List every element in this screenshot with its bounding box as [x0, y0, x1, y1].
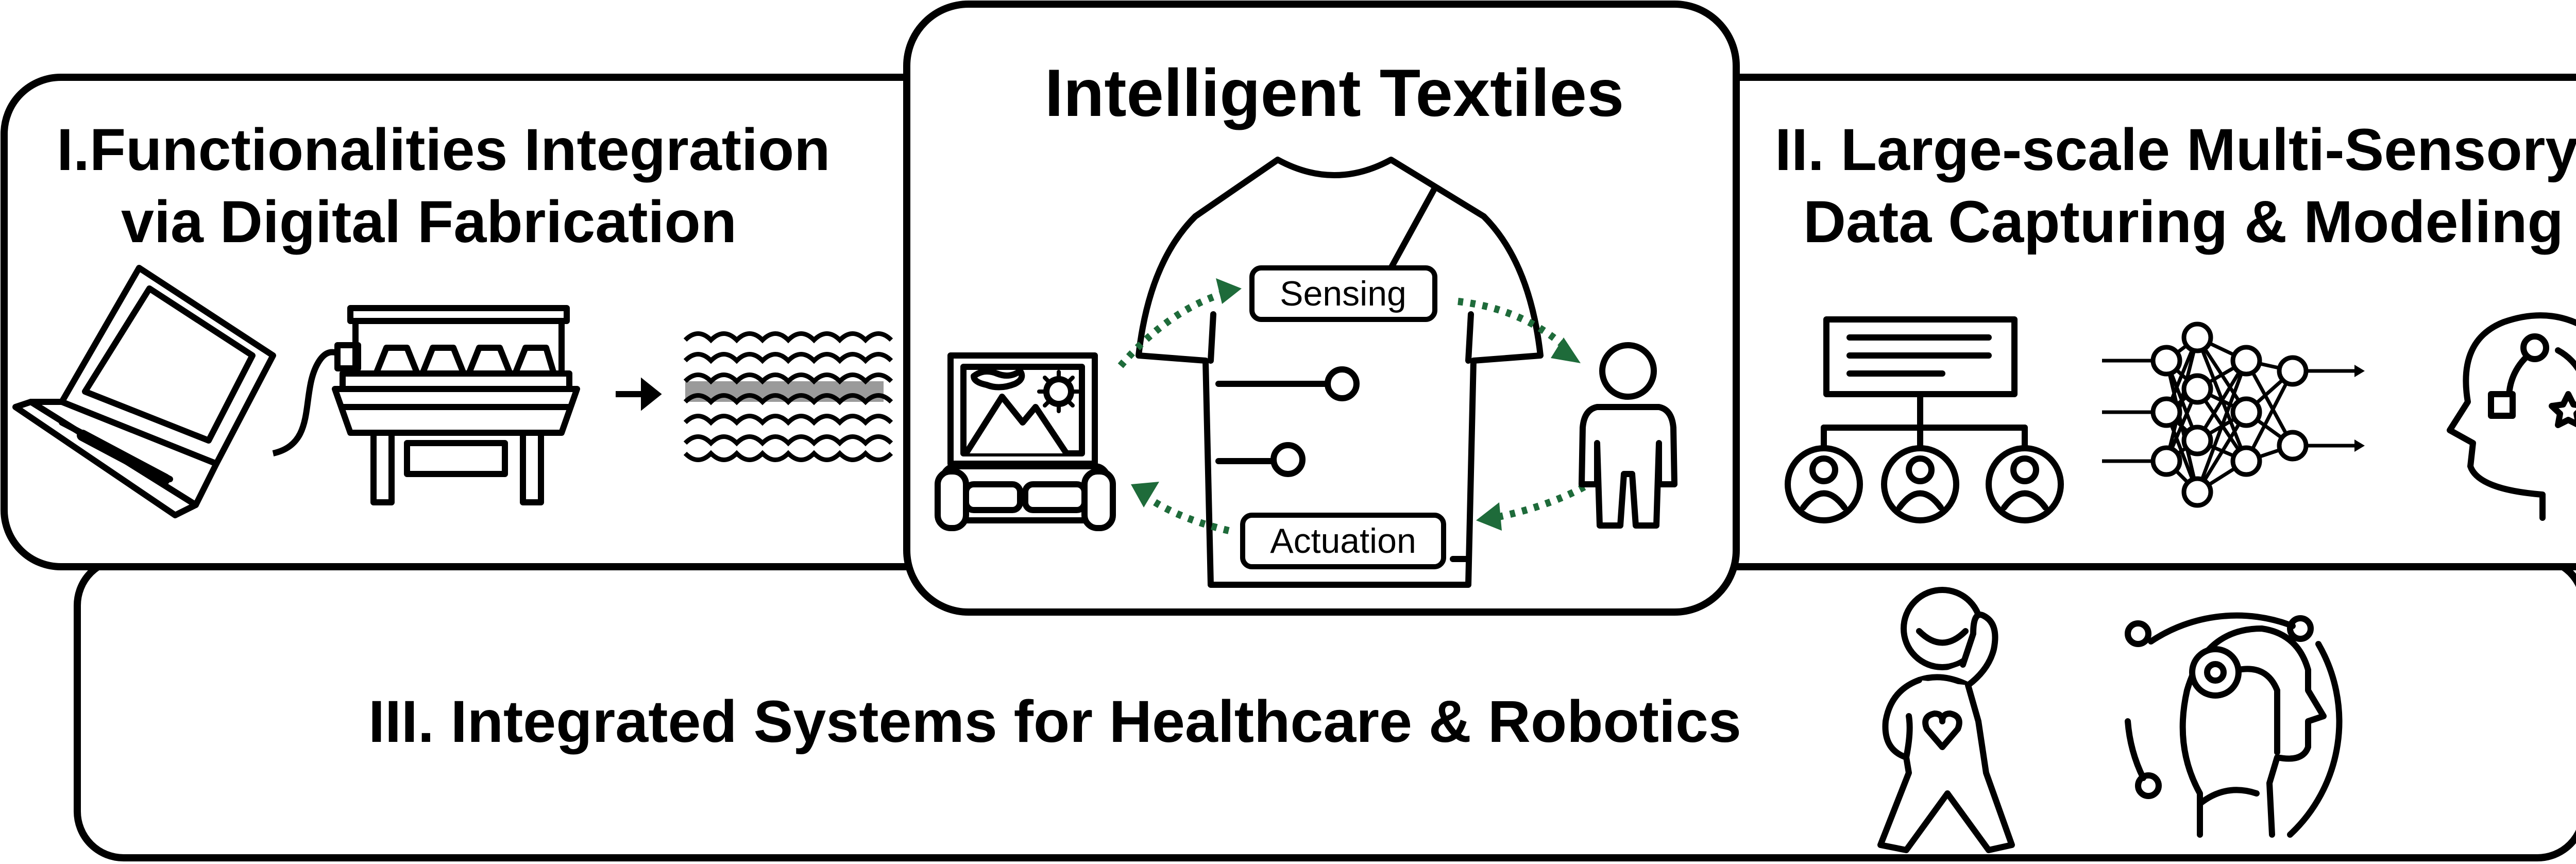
- fitness-person-icon: [1877, 587, 2015, 853]
- neural-network-icon: [2102, 321, 2365, 508]
- sensing-label-box: [1249, 265, 1437, 322]
- panel-right-title-line1: II. Large-scale Multi-Sensory: [1775, 117, 2576, 183]
- actuation-label: Actuation: [1270, 521, 1416, 561]
- actuation-label-box: [1240, 513, 1446, 569]
- dataset-users-icon: [1785, 316, 2064, 523]
- t-shirt-icon: [1136, 157, 1544, 588]
- green-arrowheads: [1131, 278, 1581, 531]
- living-room-icon: [935, 352, 1116, 531]
- knitting-machine-icon: [272, 305, 580, 505]
- sensing-label: Sensing: [1280, 274, 1406, 313]
- head-cognition-icon: [2447, 312, 2576, 521]
- panel-right-title-line2: Data Capturing & Modeling: [1803, 189, 2564, 255]
- panel-left-title-line1: I.Functionalities Integration: [57, 117, 830, 183]
- panel-bottom-title: III. Integrated Systems for Healthcare &…: [368, 689, 1741, 755]
- green-cycle-arrows: [1117, 289, 1586, 534]
- knitted-fabric-icon: [683, 331, 893, 462]
- center-title: Intelligent Textiles: [1045, 55, 1624, 130]
- person-icon: [1579, 342, 1677, 529]
- laptop-icon: [12, 265, 276, 518]
- panel-left-title-line2: via Digital Fabrication: [121, 189, 737, 255]
- arrow-right-icon: [616, 377, 662, 411]
- robot-head-icon: [2125, 612, 2343, 838]
